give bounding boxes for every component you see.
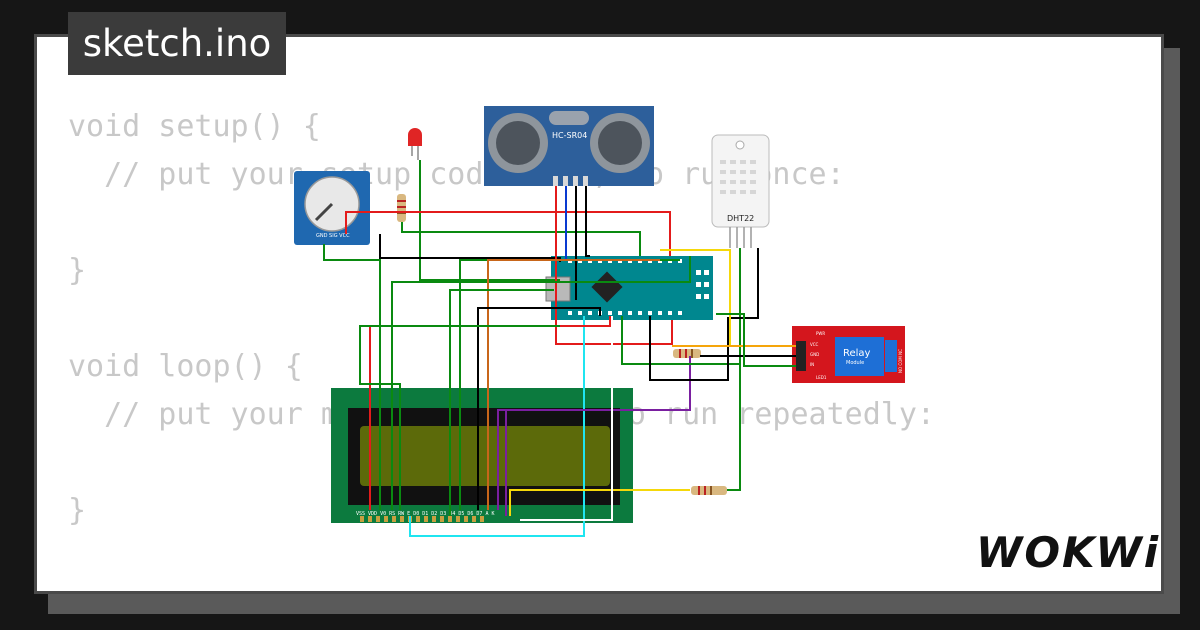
- svg-text:PWR: PWR: [816, 331, 825, 336]
- wire-green: [419, 160, 560, 281]
- wire-green: [401, 222, 641, 256]
- wire-white: [520, 316, 613, 521]
- knob-indicator: [314, 202, 334, 222]
- wire-orange: [487, 259, 660, 510]
- wire-green: [391, 256, 691, 510]
- crystal: [549, 111, 589, 125]
- wire-purple: [497, 356, 691, 510]
- resistor-led[interactable]: [397, 194, 406, 222]
- ultrasonic-label: HC-SR04: [552, 131, 587, 140]
- relay-module[interactable]: Relay Module VCC GND IN PWR LED1 NO COM …: [792, 326, 905, 383]
- wire-black: [379, 234, 561, 262]
- wire-black: [477, 307, 601, 510]
- lcd-1602[interactable]: VSS VDD V0 RS RW E D0 D1 D2 D3 D4 D5 D6 …: [331, 388, 633, 523]
- arduino-board: [551, 256, 713, 320]
- file-tab[interactable]: sketch.ino: [68, 12, 286, 75]
- dht22-label: DHT22: [727, 214, 754, 223]
- wire-cyan: [409, 316, 585, 537]
- wire-green: [359, 325, 560, 510]
- pot-pin-labels: GND SIG VCC: [316, 233, 350, 239]
- wire-red: [555, 186, 673, 345]
- relay-sublabel: Module: [846, 360, 864, 366]
- chip: [591, 271, 623, 303]
- code-line: void loop() {: [68, 349, 303, 384]
- wire-green: [621, 248, 741, 365]
- wire-red: [345, 211, 671, 256]
- red-led[interactable]: [408, 128, 422, 160]
- wires: [323, 160, 796, 537]
- relay-terminal: [885, 340, 897, 372]
- wokwi-logo: WOKWi: [976, 528, 1161, 577]
- potentiometer[interactable]: GND SIG VCC: [294, 171, 370, 245]
- code-line: }: [68, 493, 87, 528]
- dht22-sensor[interactable]: DHT22: [711, 134, 770, 248]
- wire-green: [716, 313, 796, 367]
- relay-header: [796, 341, 806, 371]
- arduino-nano[interactable]: [545, 256, 713, 320]
- svg-text:LED1: LED1: [816, 375, 827, 380]
- svg-text:GND: GND: [810, 352, 819, 357]
- wire-green: [449, 289, 554, 516]
- svg-text:IN: IN: [810, 362, 814, 367]
- wire-yellow: [509, 489, 690, 516]
- svg-text:NO COM NC: NO COM NC: [898, 349, 903, 373]
- wire-black: [585, 186, 590, 257]
- lcd-screen: [360, 426, 610, 486]
- relay-label: Relay: [843, 348, 871, 359]
- relay-box: [835, 337, 884, 376]
- resistor-lcd[interactable]: [691, 486, 727, 495]
- code-line: void setup() {: [68, 109, 321, 144]
- code-line: }: [68, 253, 87, 288]
- lcd-pin-labels: VSS VDD V0 RS RW E D0 D1 D2 D3 D4 D5 D6 …: [356, 511, 494, 517]
- wire-black: [649, 248, 759, 381]
- resistor-relay[interactable]: [673, 349, 701, 358]
- svg-text:VCC: VCC: [810, 342, 819, 347]
- ultrasonic-pins: [553, 176, 588, 186]
- ultrasonic-sensor[interactable]: HC-SR04: [484, 106, 654, 186]
- wire-green: [727, 364, 741, 491]
